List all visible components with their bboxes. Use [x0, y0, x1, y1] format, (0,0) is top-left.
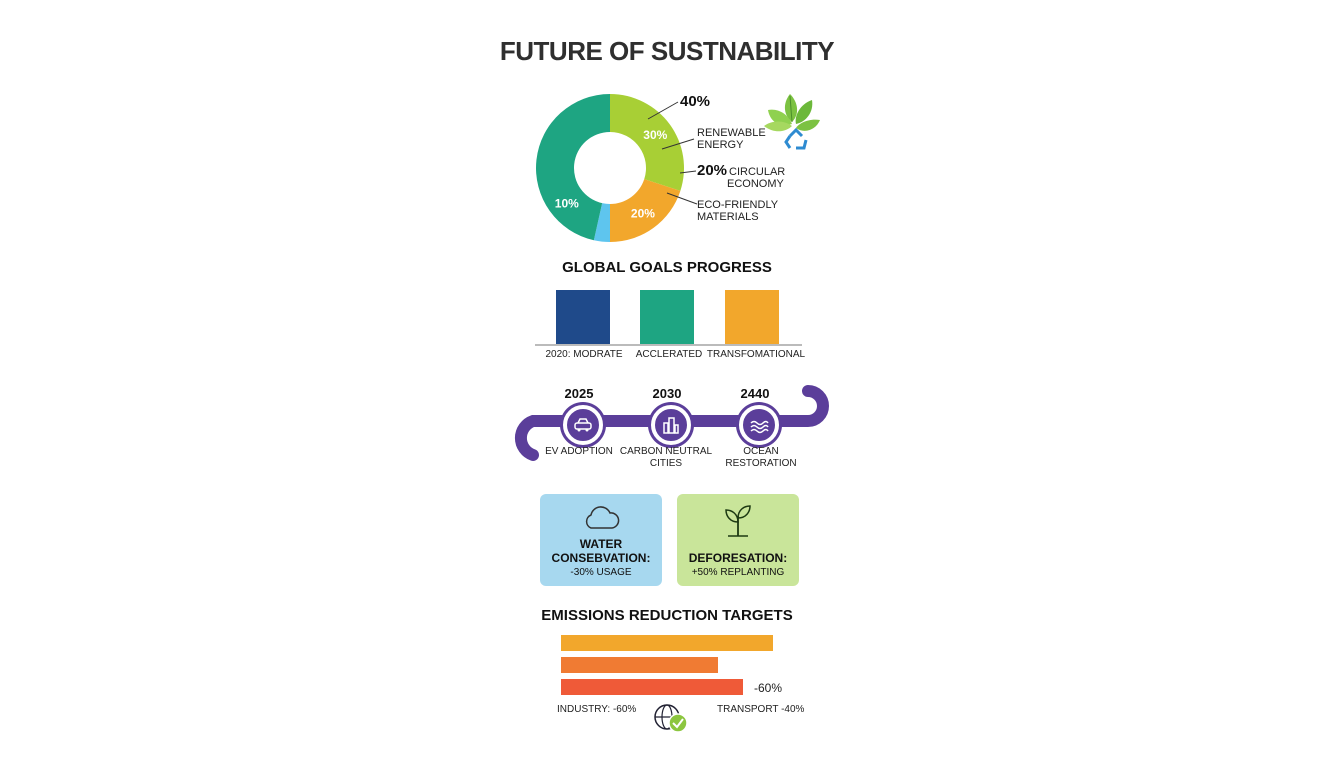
emissions-bar-2 — [561, 679, 744, 695]
milestone-ocean: OCEAN RESTORATION — [725, 446, 797, 469]
water-title-1: WATER — [579, 537, 623, 551]
slice-other — [536, 94, 610, 241]
forest-card: DEFORESATION: +50% REPLANTING — [677, 494, 799, 586]
emissions-bar-0 — [561, 635, 773, 651]
donut-chart: 30% 20% 10% — [536, 94, 684, 242]
label-circular-2: ECONOMY — [727, 178, 784, 190]
car-icon — [574, 418, 592, 432]
milestone-cities: CITIES — [649, 458, 683, 469]
milestone-ev: EV ADOPTION — [545, 446, 613, 457]
forest-sub: +50% REPLANTING — [691, 567, 785, 578]
leader-40 — [647, 101, 679, 120]
label-eco-1: ECO-FRIENDLY — [697, 199, 779, 211]
year-2440: 2440 — [740, 386, 770, 401]
forest-title: DEFORESATION: — [688, 551, 788, 565]
transport-label: TRANSPORT -40% — [717, 704, 805, 715]
goals-title: GLOBAL GOALS PROGRESS — [562, 259, 772, 276]
slice-eco — [593, 203, 610, 242]
goal-label-1: ACCLERATED — [635, 349, 703, 360]
leader-renewable — [661, 138, 695, 150]
goal-bar-2 — [725, 290, 779, 344]
milestone-carbon: CARBON NEUTRAL — [619, 446, 713, 457]
waves-icon — [750, 420, 769, 434]
emissions-title: EMISSIONS REDUCTION TARGETS — [541, 607, 793, 624]
leader-circular — [680, 170, 697, 174]
water-card: WATER CONSEBVATION: -30% USAGE — [540, 494, 662, 586]
goal-label-0: 2020: MODRATE — [545, 349, 623, 360]
slice-circular — [610, 179, 681, 242]
milestone-node-ocean — [739, 405, 779, 445]
label-renewable-2: ENERGY — [697, 139, 744, 151]
milestone-node-ev — [563, 405, 603, 445]
year-2025: 2025 — [564, 386, 594, 401]
sprout-icon — [725, 505, 751, 537]
slice-label-10: 10% — [555, 197, 579, 211]
emissions-bar-label: -60% — [754, 681, 783, 695]
year-2030: 2030 — [652, 386, 682, 401]
label-20-outer: 20% — [697, 162, 728, 179]
goal-bar-1 — [640, 290, 694, 344]
industry-label: INDUSTRY: -60% — [557, 704, 637, 715]
emissions-bar-1 — [561, 657, 718, 673]
cloud-icon — [585, 506, 620, 529]
water-sub: -30% USAGE — [570, 567, 632, 578]
leaves-recycle-icon — [764, 94, 820, 150]
page-title: FUTURE OF SUSTNABILITY — [499, 36, 835, 66]
label-40: 40% — [680, 93, 711, 110]
label-eco-2: MATERIALS — [697, 211, 759, 223]
city-icon — [663, 417, 679, 434]
label-renewable-1: RENEWABLE — [697, 127, 766, 139]
slice-renewable — [610, 94, 684, 191]
timeline-track — [514, 385, 829, 461]
leader-eco — [666, 192, 698, 205]
label-circular-1: CIRCULAR — [729, 166, 786, 178]
goals-chart — [535, 290, 802, 346]
slice-label-20: 20% — [631, 206, 655, 220]
milestone-node-city — [651, 405, 691, 445]
goal-label-2: TRANSFOMATIONAL — [706, 349, 806, 360]
slice-label-30: 30% — [643, 128, 667, 142]
goal-bar-0 — [556, 290, 610, 344]
globe-check-icon — [654, 704, 688, 733]
water-title-2: CONSEBVATION: — [551, 551, 651, 565]
